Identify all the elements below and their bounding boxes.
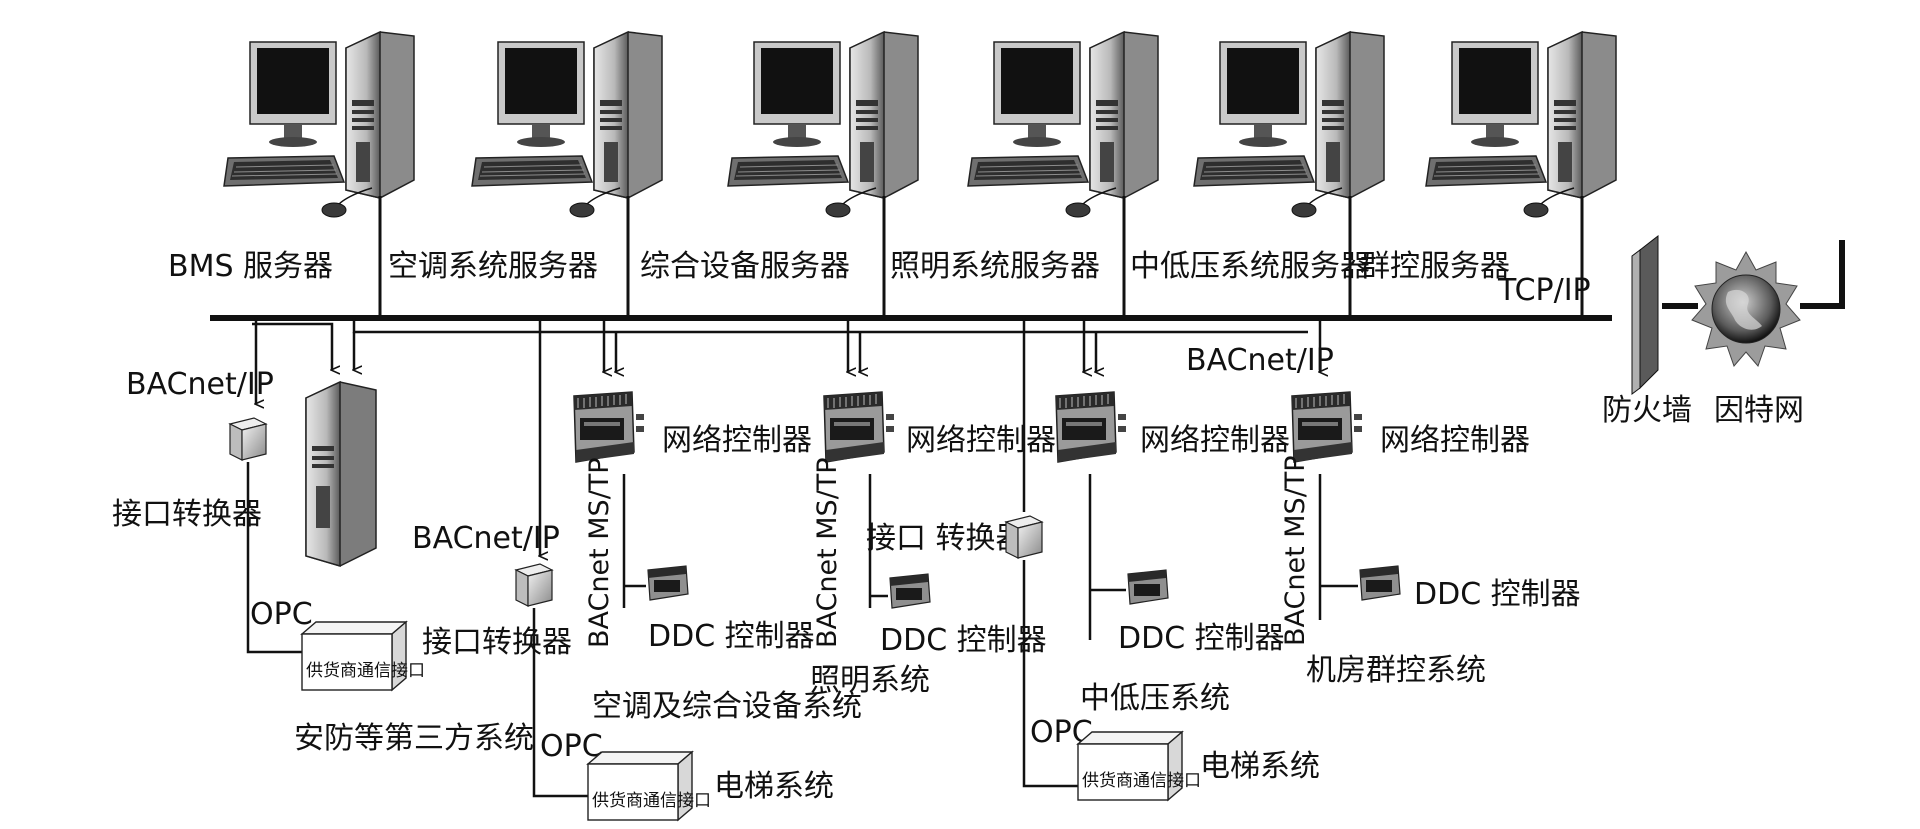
vendor-interface-label-1: 供货商通信接口 bbox=[306, 661, 425, 681]
system-label-elevator-2: 电梯系统 bbox=[1200, 749, 1320, 784]
bacnet-ip-label-3: BACnet/IP bbox=[1186, 343, 1334, 378]
group-control-server-icon bbox=[1425, 31, 1617, 218]
system-label-mv-lv: 中低压系统 bbox=[1080, 681, 1230, 716]
interface-converter-label-2: 接口转换器 bbox=[422, 625, 572, 660]
ddc-label-mv-lv: DDC 控制器 bbox=[1118, 621, 1285, 656]
vendor-interface-label-3: 供货商通信接口 bbox=[1082, 771, 1201, 791]
third-party-server-icon bbox=[305, 380, 377, 568]
opc-link-3 bbox=[1022, 560, 1078, 788]
hvac-server-icon bbox=[471, 31, 663, 218]
system-label-elevator-1: 电梯系统 bbox=[714, 769, 834, 804]
network-controller-icon-hvac bbox=[573, 391, 645, 463]
interface-converter-icon-1 bbox=[229, 417, 267, 461]
system-label-hvac: 空调及综合设备系统 bbox=[592, 689, 862, 724]
opc-label-2: OPC bbox=[540, 729, 603, 764]
interface-converter-icon-2 bbox=[515, 563, 553, 607]
internet-globe-icon bbox=[1691, 250, 1801, 367]
ddc-controller-icon-hvac bbox=[647, 565, 689, 601]
network-controller-icon-mv-lv bbox=[1055, 391, 1127, 463]
network-controller-label-chiller: 网络控制器 bbox=[1380, 423, 1530, 458]
server-label-integrated: 综合设备服务器 bbox=[640, 249, 850, 284]
server-drop-lines bbox=[378, 196, 1584, 318]
system-label-lighting: 照明系统 bbox=[810, 663, 930, 698]
ddc-label-lighting: DDC 控制器 bbox=[880, 623, 1047, 658]
interface-converter-icon-3 bbox=[1005, 515, 1043, 559]
vendor-interface-label-2: 供货商通信接口 bbox=[592, 791, 711, 811]
firewall-icon bbox=[1631, 234, 1659, 395]
interface-converter-label-1: 接口转换器 bbox=[112, 497, 262, 532]
ddc-controller-icon-lighting bbox=[889, 573, 931, 609]
network-controller-label-mv-lv: 网络控制器 bbox=[1140, 423, 1290, 458]
opc-link-1 bbox=[246, 462, 302, 654]
mstp-label-lighting: BACnet MS/TP bbox=[812, 457, 843, 648]
integrated-equipment-server-icon bbox=[727, 31, 919, 218]
bms-server-icon bbox=[223, 31, 415, 218]
firewall-label: 防火墙 bbox=[1602, 393, 1692, 428]
network-controller-label-hvac: 网络控制器 bbox=[662, 423, 812, 458]
mstp-label-chiller: BACnet MS/TP bbox=[1280, 455, 1311, 646]
server-label-bms: BMS 服务器 bbox=[168, 249, 333, 284]
bacnet-ip-controller-arrows bbox=[604, 318, 1320, 372]
server-label-lighting: 照明系统服务器 bbox=[890, 249, 1100, 284]
network-controller-icon-lighting bbox=[823, 391, 895, 463]
ddc-label-hvac: DDC 控制器 bbox=[648, 619, 815, 654]
tcp-ip-label: TCP/IP bbox=[1497, 273, 1591, 308]
internet-label: 因特网 bbox=[1714, 393, 1804, 428]
system-label-security: 安防等第三方系统 bbox=[294, 721, 534, 756]
opc-label-1: OPC bbox=[250, 597, 313, 632]
network-controller-label-lighting: 网络控制器 bbox=[906, 423, 1056, 458]
bacnet-ip-label-1: BACnet/IP bbox=[126, 367, 274, 402]
network-controller-icon-chiller bbox=[1291, 391, 1363, 463]
opc-link-2 bbox=[532, 608, 588, 798]
server-label-group-control: 群控服务器 bbox=[1360, 249, 1510, 284]
mv-lv-server-icon bbox=[1193, 31, 1385, 218]
ddc-label-chiller: DDC 控制器 bbox=[1414, 577, 1581, 612]
bacnet-ip-link-tower bbox=[252, 322, 332, 370]
ddc-controller-icon-chiller bbox=[1359, 565, 1401, 601]
server-label-mv-lv: 中低压系统服务器 bbox=[1130, 249, 1370, 284]
interface-converter-label-3: 接口 转换器 bbox=[866, 521, 1026, 556]
mstp-label-hvac: BACnet MS/TP bbox=[584, 457, 615, 648]
internet-uplink bbox=[1800, 240, 1845, 309]
lighting-server-icon bbox=[967, 31, 1159, 218]
ddc-controller-icon-mv-lv bbox=[1127, 569, 1169, 605]
server-label-hvac: 空调系统服务器 bbox=[388, 249, 598, 284]
bacnet-ip-label-2: BACnet/IP bbox=[412, 521, 560, 556]
system-label-chiller: 机房群控系统 bbox=[1306, 653, 1486, 688]
